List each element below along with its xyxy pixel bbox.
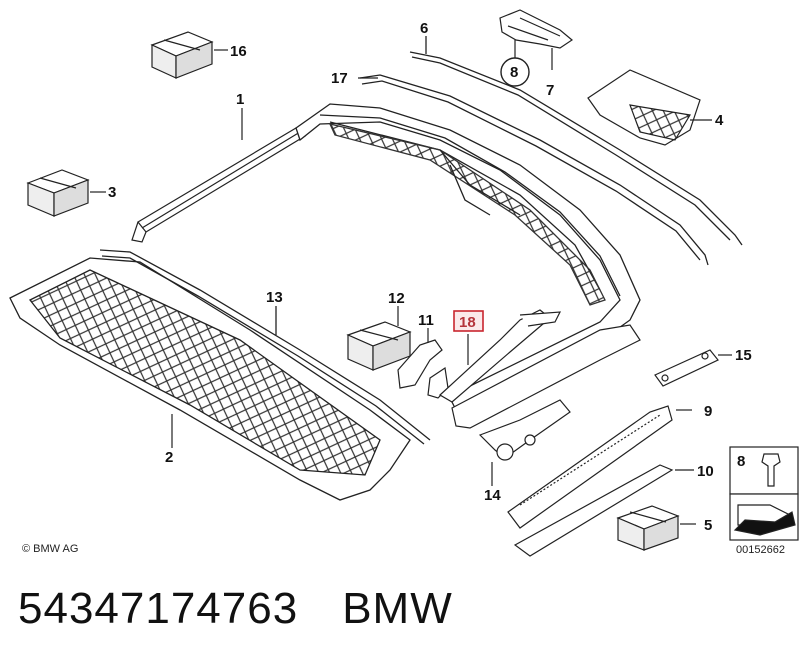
callout-5: 5 [704, 517, 712, 534]
callout-3: 3 [108, 184, 116, 201]
copyright-text: © BMW AG [22, 543, 78, 555]
part-7-bracket [499, 9, 574, 70]
part-13-seal [99, 249, 431, 445]
part-14-mechanism [451, 324, 641, 486]
callout-6: 6 [420, 20, 428, 37]
brand-name: BMW [342, 584, 453, 633]
part-12-box [346, 306, 412, 371]
callout-1: 1 [236, 91, 244, 108]
legend-ref-number: 00152662 [736, 544, 785, 556]
part-9-rail [507, 405, 692, 529]
callout-4: 4 [715, 112, 724, 129]
part-10-trim [513, 464, 694, 557]
callout-17: 17 [331, 70, 348, 87]
callout-18-highlight-box [453, 310, 484, 332]
callout-13: 13 [266, 289, 283, 306]
part-4-cover [587, 69, 712, 146]
part-17-seal [358, 74, 709, 266]
part-number: 54347174763 [18, 584, 299, 633]
callout-15: 15 [735, 347, 752, 364]
callout-16: 16 [230, 43, 247, 60]
part-11-bracket [397, 328, 449, 399]
part-16-box [150, 31, 228, 79]
part-2-rear-panel [9, 257, 411, 501]
callout-10: 10 [697, 463, 714, 480]
callout-9: 9 [704, 403, 712, 420]
callout-2: 2 [165, 449, 173, 466]
footer: 54347174763 BMW [18, 584, 788, 654]
callout-11: 11 [418, 312, 434, 329]
callout-18: 18 [459, 314, 476, 331]
callout-7: 7 [546, 82, 554, 99]
roof-frame [295, 103, 641, 411]
parts-diagram: 16 1 3 6 17 8 7 4 13 12 11 18 15 9 2 10 … [9, 9, 799, 557]
callout-14: 14 [484, 487, 501, 504]
part-5-box [616, 505, 696, 551]
legend-box [729, 446, 799, 541]
part-3-box [26, 169, 106, 217]
callout-8: 8 [510, 64, 518, 81]
part-1-front-bow [131, 108, 307, 243]
part-6-seal [409, 36, 743, 246]
part-18-link-arm [438, 309, 562, 403]
legend-number: 8 [737, 453, 745, 470]
part-15-plate [654, 349, 732, 387]
callout-12: 12 [388, 290, 405, 307]
part-8-circle [500, 40, 530, 87]
